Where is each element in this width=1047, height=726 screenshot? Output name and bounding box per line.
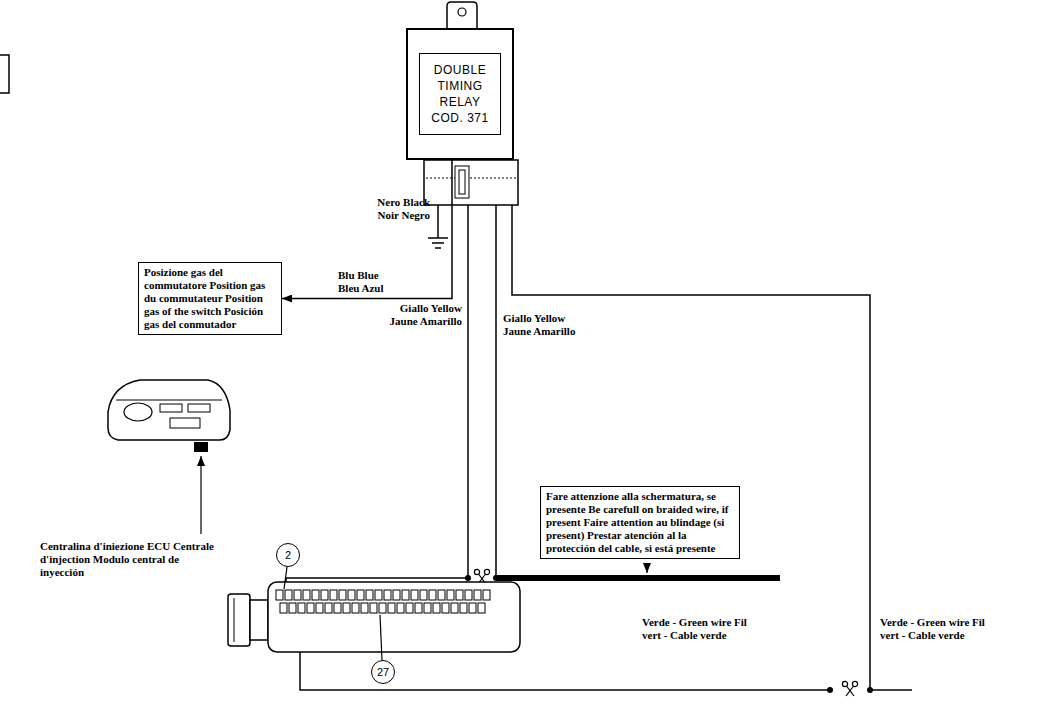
connector-seam bbox=[426, 178, 516, 179]
connector-pin bbox=[370, 603, 377, 613]
connector-pin bbox=[420, 590, 427, 600]
node-text: Fare attenzione alla schermatura, se pre… bbox=[546, 490, 734, 555]
connector-pin bbox=[334, 603, 341, 613]
connector-pin bbox=[280, 603, 287, 613]
callout-circle: 2 bbox=[276, 543, 300, 567]
dashboard-vent bbox=[188, 404, 210, 412]
connector-pin bbox=[285, 590, 292, 600]
connector-latch bbox=[459, 170, 465, 194]
braided-wire bbox=[496, 575, 780, 581]
callout-leader bbox=[284, 567, 287, 589]
connector-pin bbox=[393, 590, 400, 600]
relay-box: DOUBLE TIMING RELAY COD. 371 bbox=[406, 28, 514, 160]
switch-position-box: Posizione gas del commutatore Position g… bbox=[138, 262, 282, 335]
connector-pin bbox=[294, 590, 301, 600]
relay-tab bbox=[447, 2, 477, 30]
frame-fragment bbox=[0, 55, 9, 93]
connector-pins bbox=[276, 590, 490, 613]
connector-pin bbox=[316, 603, 323, 613]
connector-pin bbox=[406, 603, 413, 613]
dashboard-console bbox=[170, 418, 200, 428]
connector-pin bbox=[276, 590, 283, 600]
ecu-plug bbox=[234, 598, 235, 642]
wire-junction bbox=[827, 687, 833, 693]
connector-pin bbox=[379, 603, 386, 613]
ground-wire bbox=[437, 205, 439, 238]
connector-pin bbox=[357, 590, 364, 600]
yellow-wire bbox=[495, 205, 497, 578]
connector-pin bbox=[384, 590, 391, 600]
connector-pin bbox=[465, 590, 472, 600]
connector-pin bbox=[474, 590, 481, 600]
note-box: Fare attenzione alla schermatura, se pre… bbox=[540, 486, 740, 559]
leader-arrow bbox=[646, 563, 647, 573]
connector-pin bbox=[375, 590, 382, 600]
green-wire bbox=[512, 205, 912, 690]
connector-pin bbox=[451, 603, 458, 613]
connector-pin bbox=[361, 603, 368, 613]
connector-pin bbox=[325, 603, 332, 613]
connector-pin bbox=[339, 590, 346, 600]
wire-label: Giallo Yellow Jaune Amarillo bbox=[503, 312, 591, 338]
ecu-plug bbox=[250, 600, 268, 640]
connector-pin bbox=[442, 603, 449, 613]
signal-wire bbox=[282, 160, 452, 299]
node-text: DOUBLE TIMING RELAY COD. 371 bbox=[419, 53, 501, 135]
connector-pin bbox=[348, 590, 355, 600]
connector-pin bbox=[433, 603, 440, 613]
cut-symbol bbox=[842, 681, 857, 696]
ecu-plug bbox=[228, 594, 250, 646]
wire-label: Verde - Green wire Fil vert - Cable verd… bbox=[642, 616, 768, 642]
connector-pin bbox=[397, 603, 404, 613]
yellow-wire bbox=[286, 205, 468, 590]
ground-symbol bbox=[428, 238, 448, 248]
connector-pin bbox=[289, 603, 296, 613]
connector-pin bbox=[321, 590, 328, 600]
car-dashboard bbox=[116, 400, 222, 401]
connector-pin bbox=[298, 603, 305, 613]
connector-pin bbox=[447, 590, 454, 600]
connector-pin bbox=[411, 590, 418, 600]
node-text: Posizione gas del commutatore Position g… bbox=[144, 266, 276, 331]
component-label: Centralina d'iniezione ECU Centrale d'in… bbox=[40, 540, 220, 579]
connector-pin bbox=[307, 603, 314, 613]
dashboard-vent bbox=[160, 404, 182, 412]
wire-label: Blu Blue Bleu Azul bbox=[336, 269, 398, 295]
connector-pin bbox=[330, 590, 337, 600]
connector-pin bbox=[388, 603, 395, 613]
callout-circle: 27 bbox=[371, 660, 395, 684]
mounting-hole bbox=[458, 8, 466, 16]
connector-pin bbox=[478, 603, 485, 613]
node-text: 27 bbox=[377, 666, 389, 678]
ecu-connector bbox=[268, 582, 520, 652]
connector-pin bbox=[415, 603, 422, 613]
connector-latch bbox=[455, 166, 469, 198]
location-arrow bbox=[200, 456, 201, 534]
wire-junction bbox=[465, 575, 471, 581]
node-text: 2 bbox=[285, 549, 291, 561]
connector-pin bbox=[469, 603, 476, 613]
connector-pin bbox=[483, 590, 490, 600]
callout-leader bbox=[380, 615, 382, 660]
steering-wheel bbox=[124, 403, 152, 421]
connector-pin bbox=[312, 590, 319, 600]
wire-label: Nero Black Noir Negro bbox=[364, 196, 430, 222]
connector-pin bbox=[352, 603, 359, 613]
wire-label: Giallo Yellow Jaune Amarillo bbox=[378, 302, 462, 328]
connector-pin bbox=[424, 603, 431, 613]
car-dashboard bbox=[108, 380, 230, 440]
connector-pin bbox=[438, 590, 445, 600]
connector-pin bbox=[402, 590, 409, 600]
connector-pin bbox=[303, 590, 310, 600]
ecu-location bbox=[194, 442, 208, 452]
connector-pin bbox=[343, 603, 350, 613]
connector-pin bbox=[429, 590, 436, 600]
connector-pin bbox=[366, 590, 373, 600]
connector-pin bbox=[456, 590, 463, 600]
relay-connector bbox=[424, 160, 518, 205]
connector-pin bbox=[460, 603, 467, 613]
wire-junction bbox=[867, 687, 873, 693]
wire-label: Verde - Green wire Fil vert - Cable verd… bbox=[880, 616, 1006, 642]
green-wire bbox=[300, 652, 830, 690]
